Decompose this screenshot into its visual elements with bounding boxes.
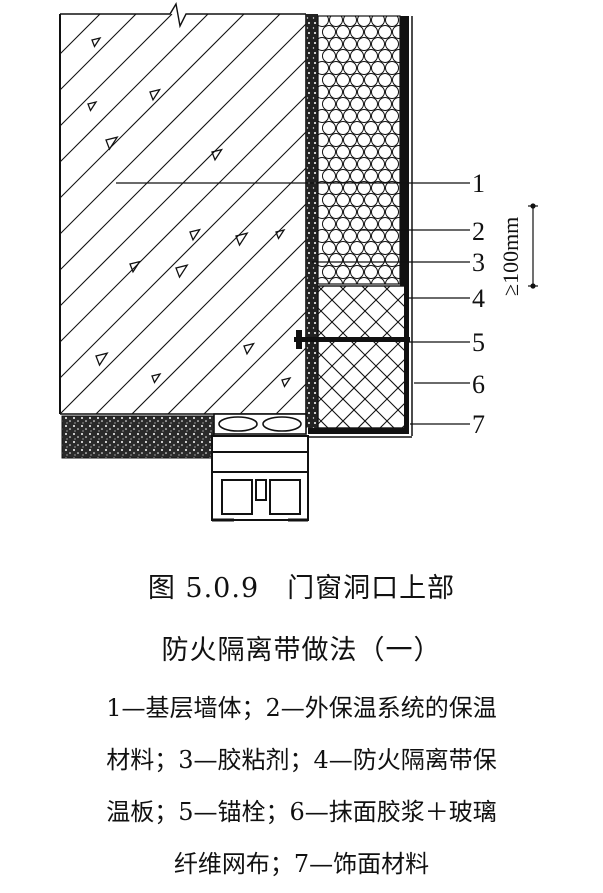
callout-2: 2 — [472, 217, 485, 246]
window-frame-profile — [211, 435, 309, 522]
dimension-marker — [528, 203, 538, 289]
callout-5: 5 — [472, 328, 485, 357]
legend-line: 1—基层墙体；2—外保温系统的保温 — [106, 694, 497, 722]
callout-1: 1 — [472, 169, 485, 198]
anchor-bolt — [294, 330, 410, 349]
base-wall — [59, 14, 307, 415]
break-line — [60, 2, 306, 29]
callout-7: 7 — [472, 410, 485, 439]
figure-subtitle: 防火隔离带做法（一） — [161, 635, 442, 666]
adhesive-layer — [306, 14, 318, 428]
callout-6: 6 — [472, 370, 485, 399]
legend-line: 材料；3—胶粘剂；4—防火隔离带保 — [106, 746, 497, 774]
figure-title: 图 5.0.9 门窗洞口上部 — [147, 573, 456, 604]
leader-lines — [116, 182, 470, 425]
construction-detail-diagram: 1 2 3 4 5 6 7 ≥100mm — [59, 2, 538, 522]
dimension-label: ≥100mm — [498, 217, 523, 296]
lintel-mortar — [61, 415, 215, 459]
insulation-material — [317, 15, 401, 285]
legend-line: 纤维网布；7—饰面材料 — [173, 850, 430, 878]
callout-3: 3 — [472, 248, 485, 277]
legend-line: 温板；5—锚栓；6—抹面胶浆＋玻璃 — [106, 798, 497, 826]
backer-rods — [213, 413, 307, 435]
callout-4: 4 — [472, 284, 485, 313]
